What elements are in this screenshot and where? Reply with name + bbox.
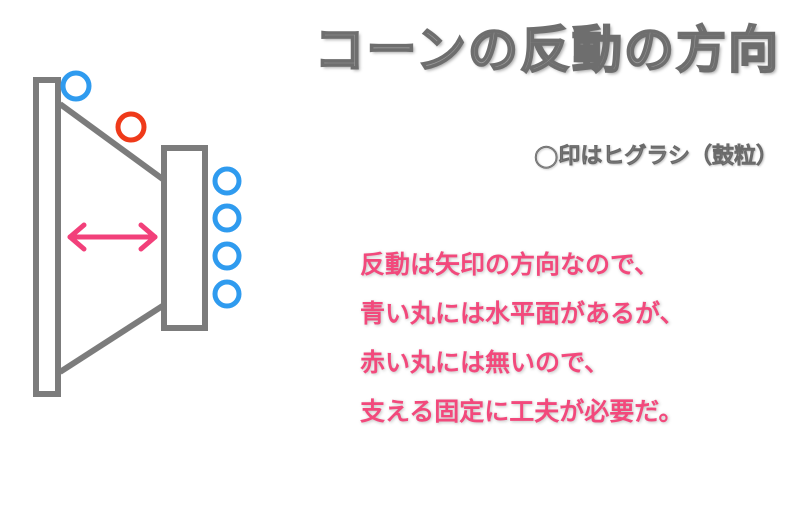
blue-circle-icon — [212, 166, 242, 196]
explanation-line: 赤い丸には無いので、 — [360, 348, 610, 377]
explanation-line: 支える固定に工夫が必要だ。 — [360, 397, 684, 426]
explanation-text: 反動は矢印の方向なので、 青い丸には水平面があるが、 赤い丸には無いので、 支え… — [360, 240, 790, 436]
cone-top-edge — [58, 101, 166, 183]
explanation-line: 青い丸には水平面があるが、 — [360, 299, 685, 328]
explanation-line: 反動は矢印の方向なので、 — [360, 250, 660, 279]
red-circle-icon — [115, 111, 147, 143]
blue-circle-icon — [212, 241, 242, 271]
legend-note: ◯印はヒグラシ（鼓粒） — [533, 144, 779, 170]
page-title: コーンの反動の方向 — [314, 20, 780, 80]
front-plate — [33, 77, 61, 397]
blue-circle-icon — [212, 203, 242, 233]
blue-circle-icon — [212, 279, 242, 309]
double-headed-arrow-icon — [67, 222, 158, 252]
blue-circle-icon — [60, 70, 92, 102]
back-plate — [161, 145, 208, 331]
cone-bottom-edge — [58, 302, 166, 375]
